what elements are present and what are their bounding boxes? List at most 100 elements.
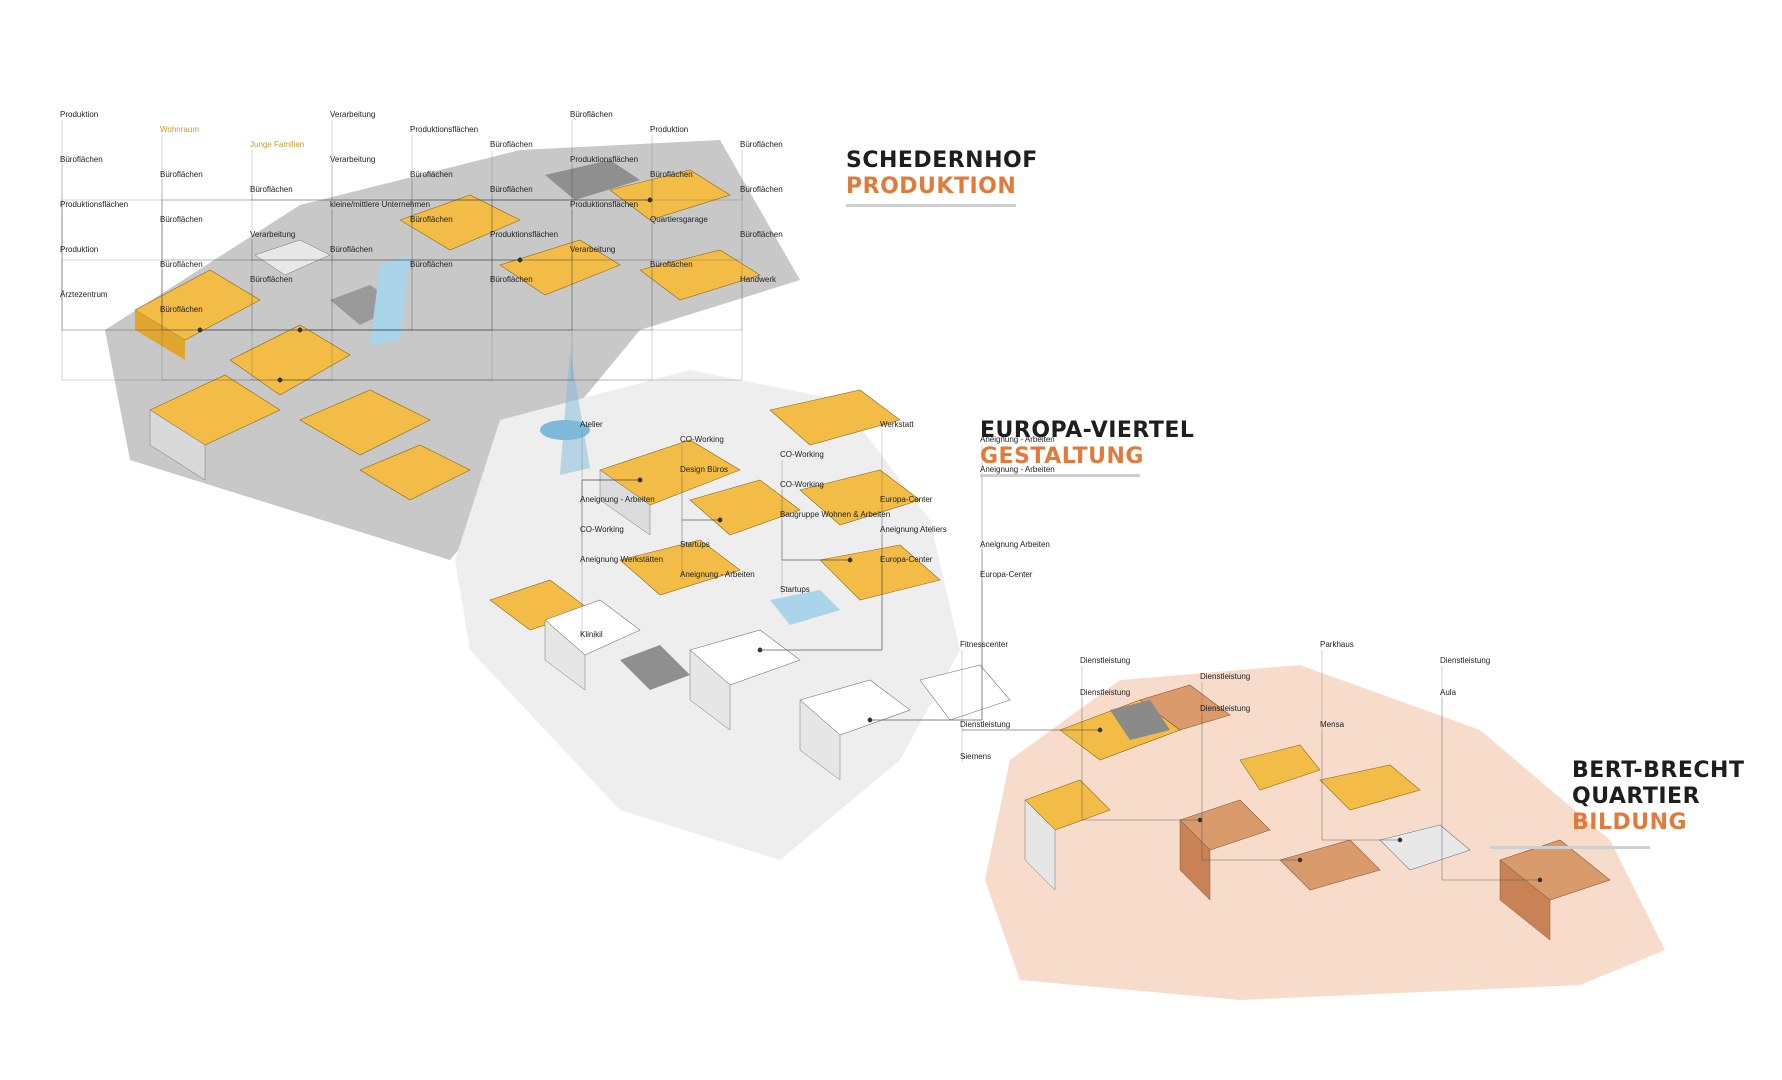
schedernhof-callout-label: Büroflächen: [160, 260, 203, 269]
district-name-schedernhof: SCHEDERNHOF: [846, 148, 1038, 173]
brecht-leader-line: [1441, 666, 1540, 881]
europa-anchor-dot: [867, 717, 873, 723]
europa-leader-line: [760, 565, 883, 651]
schedernhof-leader-line: [411, 259, 520, 270]
brecht-callout-label: Siemens: [960, 752, 992, 761]
europa-callout-label: Europa-Center: [880, 555, 933, 564]
schedernhof-leader-line: [520, 240, 743, 261]
europa-leader-line: [581, 479, 640, 640]
brecht-callout-label: Dienstleistung: [1200, 704, 1251, 713]
schedernhof-callout-label: Büroflächen: [330, 245, 373, 254]
schedernhof-callout-label: Büroflächen: [490, 185, 533, 194]
schedernhof-callout-label: Produktionsflächen: [60, 200, 129, 209]
district-title-bert-brecht-quartier: BERT-BRECHT QUARTIER BILDUNG: [1572, 758, 1744, 836]
europa-callout-label: Atelier: [580, 420, 603, 429]
schedernhof-leader-line: [251, 150, 650, 201]
schedernhof-callout-label: Büroflächen: [160, 215, 203, 224]
bert-brecht-buildings: [1024, 684, 1611, 941]
schedernhof-callout-label: Büroflächen: [490, 140, 533, 149]
schedernhof-leader-line: [520, 180, 653, 261]
schedernhof-leader-line: [280, 285, 743, 381]
schedernhof-anchor-dot: [517, 257, 523, 263]
callout-leader-lines: [61, 120, 1543, 883]
district-theme-gestaltung: GESTALTUNG: [980, 444, 1144, 469]
district-theme-bildung: BILDUNG: [1572, 810, 1688, 835]
schedernhof-leader-line: [61, 120, 280, 381]
europa-leader-line: [781, 460, 850, 561]
schedernhof-callout-label: Büroflächen: [740, 140, 783, 149]
brecht-callout-label: Dienstleistung: [1200, 672, 1251, 681]
schedernhof-callout-label: Büroflächen: [740, 230, 783, 239]
europa-anchor-dot: [637, 477, 643, 483]
schedernhof-leader-line: [161, 270, 300, 331]
district-name-quartier: QUARTIER: [1572, 784, 1701, 809]
brecht-anchor-dot: [1397, 837, 1403, 843]
brecht-callout-label: Dienstleistung: [960, 720, 1011, 729]
europa-leader-line: [781, 490, 850, 561]
schedernhof-callout-label: Ärztezentrum: [60, 290, 108, 299]
schedernhof-callout-label: kleine/mittlere Unternehmen: [330, 200, 431, 209]
europa-callout-label: Aneignung Arbeiten: [980, 540, 1050, 549]
schedernhof-callout-label: Verarbeitung: [330, 110, 376, 119]
europa-leader-line: [681, 445, 720, 521]
europa-callout-label: Aneignung Werkstätten: [580, 555, 664, 564]
district-title-schedernhof: SCHEDERNHOF PRODUKTION: [846, 148, 1038, 200]
europa-callout-label: Aneignung - Arbeiten: [980, 465, 1055, 474]
europa-callout-label: CO-Working: [780, 480, 824, 489]
europa-callout-label: Startups: [680, 540, 710, 549]
schedernhof-buildings: [134, 160, 761, 501]
schedernhof-callout-label: Produktion: [650, 125, 689, 134]
europa-callout-label: Werkstatt: [880, 420, 914, 429]
europa-leader-line: [870, 445, 983, 721]
brecht-leader-line: [1441, 698, 1540, 881]
europa-callout-label: CO-Working: [680, 435, 724, 444]
europa-leader-line: [870, 580, 983, 721]
schedernhof-anchor-dot: [297, 327, 303, 333]
europa-callout-label: Klinikil: [580, 630, 603, 639]
schedernhof-callout-label: Verarbeitung: [330, 155, 376, 164]
europa-callout-label: Design Büros: [680, 465, 729, 474]
europa-leader-line: [870, 475, 983, 721]
schedernhof-callout-label: Junge Familien: [250, 140, 305, 149]
schedernhof-leader-line: [200, 195, 493, 331]
schedernhof-callout-label: Büroflächen: [410, 215, 453, 224]
europa-callout-label: CO-Working: [780, 450, 824, 459]
europa-leader-line: [681, 519, 720, 550]
schedernhof-leader-line: [300, 255, 573, 331]
schedernhof-callout-label: Verarbeitung: [250, 230, 296, 239]
schedernhof-anchor-dot: [647, 197, 653, 203]
schedernhof-callout-label: Büroflächen: [740, 185, 783, 194]
schedernhof-leader-line: [251, 195, 520, 261]
schedernhof-callout-label: Büroflächen: [250, 185, 293, 194]
district-name-europa-viertel: EUROPA-VIERTEL: [980, 418, 1195, 443]
schedernhof-leader-line: [331, 210, 520, 261]
brecht-leader-line: [1321, 650, 1400, 841]
brecht-leader-line: [961, 729, 1100, 762]
schedernhof-callout-label: Handwerk: [740, 275, 777, 284]
schedernhof-leader-line: [161, 135, 520, 261]
schedernhof-anchor-dot: [277, 377, 283, 383]
schedernhof-leader-line: [280, 225, 653, 381]
schedernhof-leader-line: [251, 240, 280, 381]
schedernhof-leader-line: [300, 180, 413, 331]
schedernhof-leader-line: [300, 120, 333, 331]
schedernhof-callout-label: Verarbeitung: [570, 245, 616, 254]
schedernhof-leader-line: [280, 255, 333, 381]
europa-leader-line: [760, 430, 883, 651]
schedernhof-leader-line: [300, 150, 743, 331]
schedernhof-callout-label: Produktionsflächen: [490, 230, 559, 239]
schedernhof-callout-label: Produktionsflächen: [570, 155, 639, 164]
schedernhof-leader-line: [200, 210, 573, 331]
schedernhof-callout-label: Büroflächen: [650, 170, 693, 179]
schedernhof-leader-line: [650, 195, 743, 201]
bert-brecht-quartier-zone: [985, 665, 1665, 1000]
schedernhof-callout-label: Büroflächen: [250, 275, 293, 284]
brecht-leader-line: [1201, 682, 1300, 861]
brecht-leader-line: [1201, 714, 1300, 861]
europa-anchor-dot: [717, 517, 723, 523]
brecht-anchor-dot: [1297, 857, 1303, 863]
europa-callout-label: Europa-Center: [880, 495, 933, 504]
schedernhof-leader-line: [300, 240, 493, 331]
brecht-callout-label: Fitnesscenter: [960, 640, 1009, 649]
